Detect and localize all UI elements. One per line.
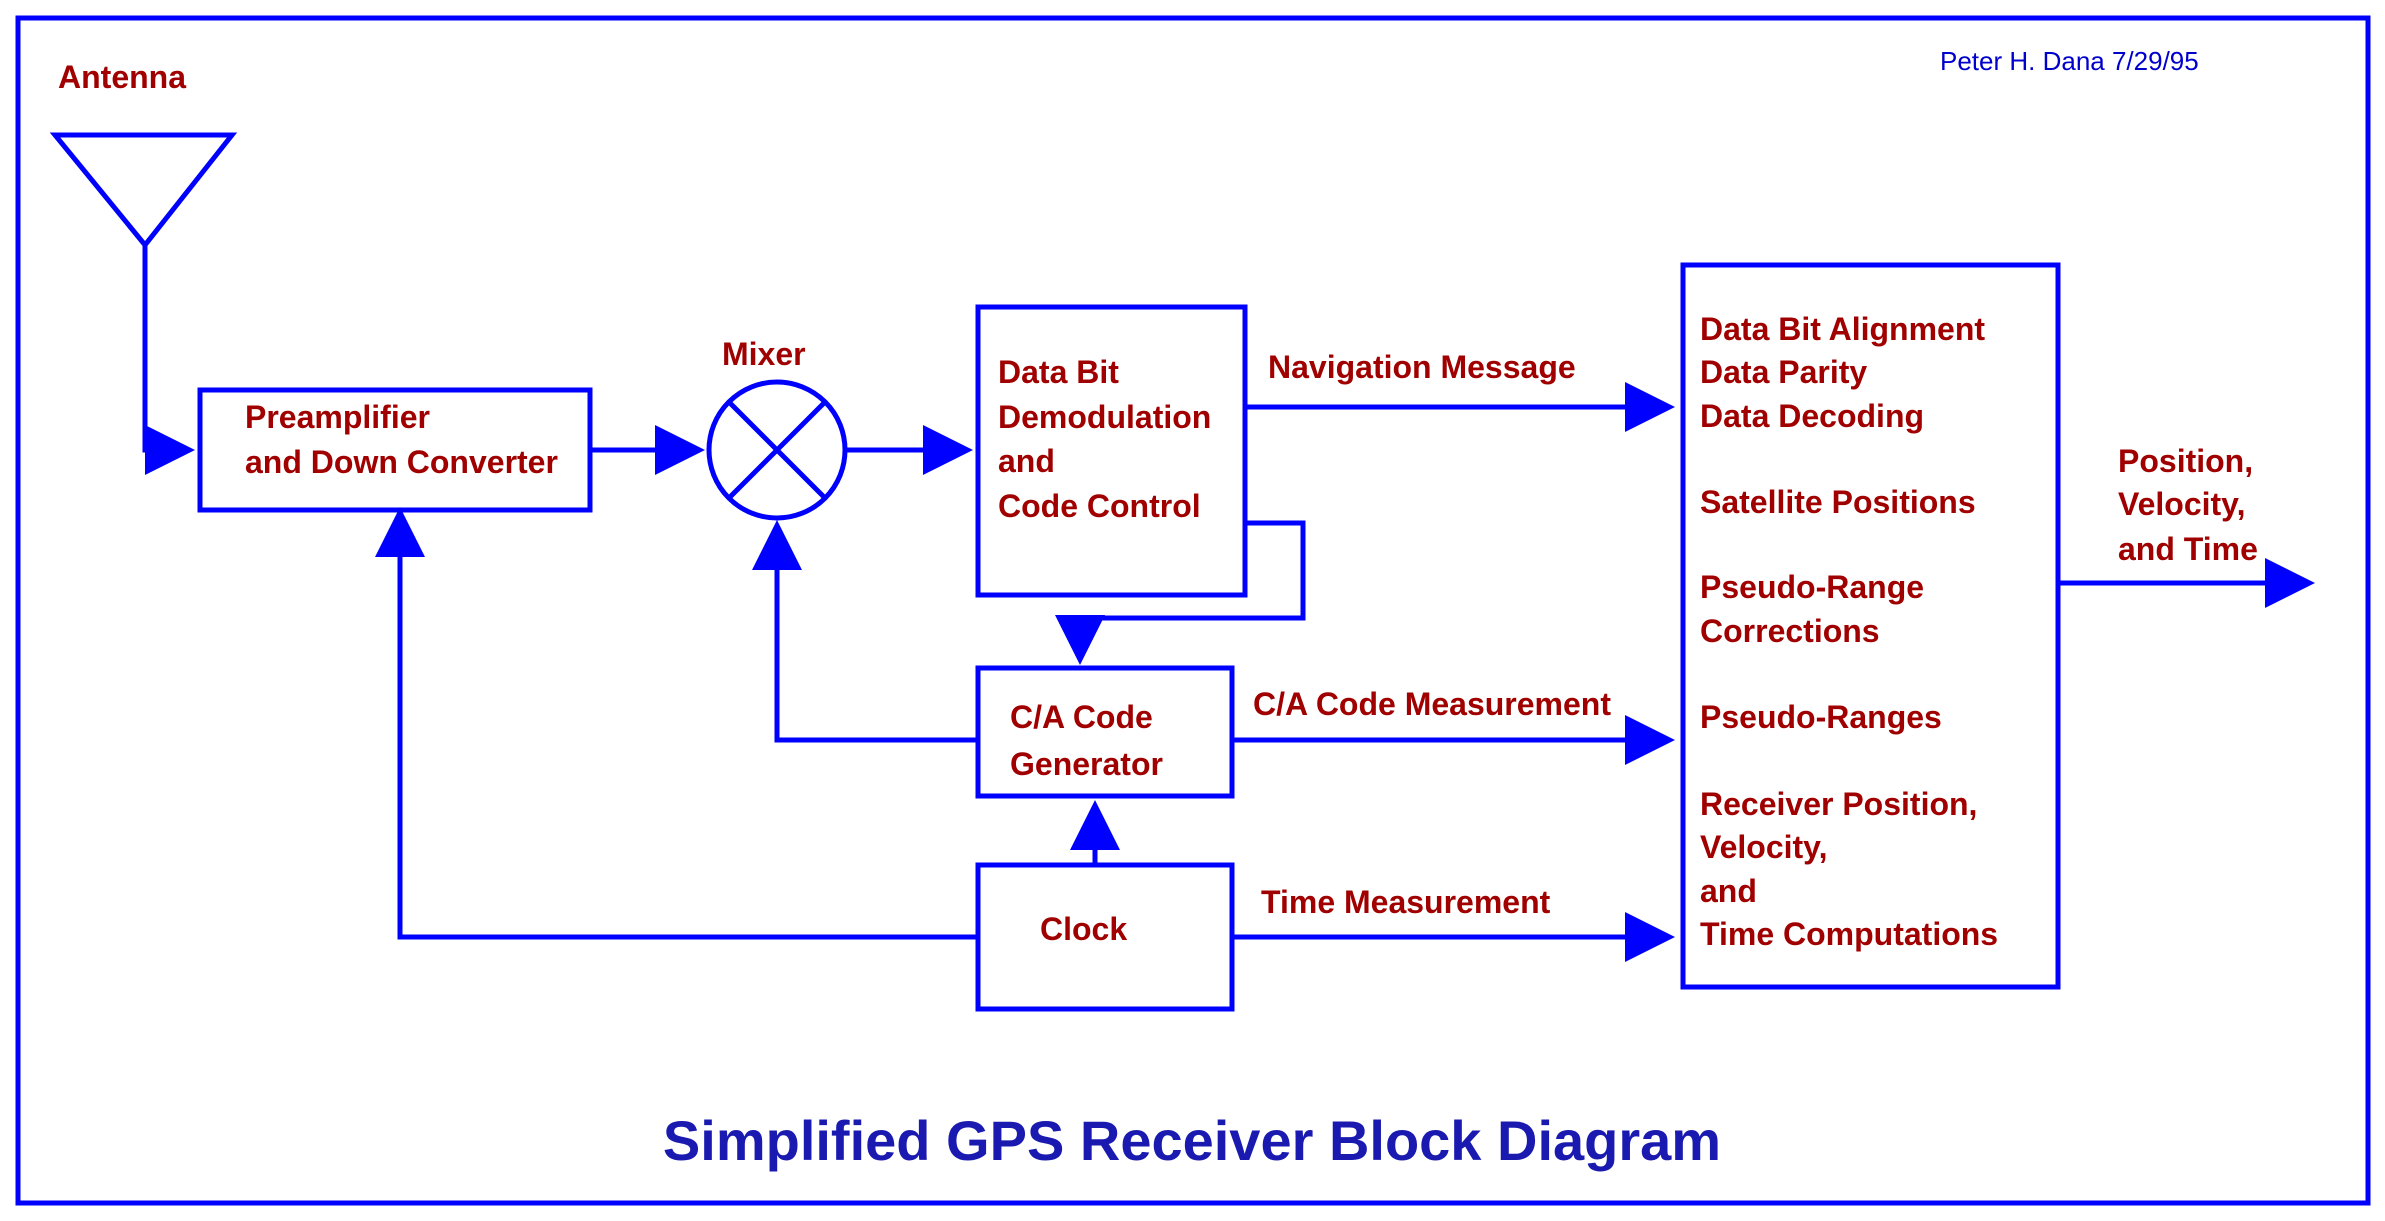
preamp-label-1: Preamplifier [245,399,430,435]
processor-label-5: Pseudo-Range [1700,569,1924,605]
processor-label-1: Data Bit Alignment [1700,311,1985,347]
demod-label-3: and [998,443,1055,479]
codegen-block [975,665,1235,799]
preamp-label-2: and Down Converter [245,444,558,480]
codegen-to-mixer-line [752,520,978,743]
preamp-block [197,387,593,513]
connector-lines [142,245,2315,962]
output-label-1: Position, [2118,443,2253,479]
codegen-label-1: C/A Code [1010,699,1153,735]
processor-label-4: Satellite Positions [1700,484,1976,520]
time-measurement-label: Time Measurement [1261,884,1551,920]
mixer-icon [706,379,848,521]
processor-label-6: Corrections [1700,613,1880,649]
processor-label-2: Data Parity [1700,354,1867,390]
diagram-frame [15,15,2371,1206]
processor-label-9: Velocity, [1700,829,1827,865]
author-credit: Peter H. Dana 7/29/95 [1940,46,2199,76]
navigation-message-label: Navigation Message [1268,349,1576,385]
antenna-label: Antenna [58,59,186,95]
antenna-to-preamp-line [142,245,195,475]
antenna-icon [49,132,238,249]
output-label-2: Velocity, [2118,486,2245,522]
output-label-3: and Time [2118,531,2258,567]
processor-label-3: Data Decoding [1700,398,1924,434]
clock-to-preamp-line [375,507,978,940]
clock-block [975,862,1235,1012]
processor-label-10: and [1700,873,1757,909]
demod-block [975,304,1248,598]
codegen-label-2: Generator [1010,746,1163,782]
processor-label-8: Receiver Position, [1700,786,1977,822]
ca-measurement-label: C/A Code Measurement [1253,686,1611,722]
demod-label-4: Code Control [998,488,1201,524]
clock-label: Clock [1040,911,1127,947]
demod-label-1: Data Bit [998,354,1119,390]
mixer-label: Mixer [722,336,806,372]
processor-label-7: Pseudo-Ranges [1700,699,1942,735]
processor-label-11: Time Computations [1700,916,1998,952]
processor-block [1680,262,2061,990]
demod-label-2: Demodulation [998,399,1211,435]
code-control-line [1055,520,1306,665]
diagram-title: Simplified GPS Receiver Block Diagram [663,1109,1721,1172]
